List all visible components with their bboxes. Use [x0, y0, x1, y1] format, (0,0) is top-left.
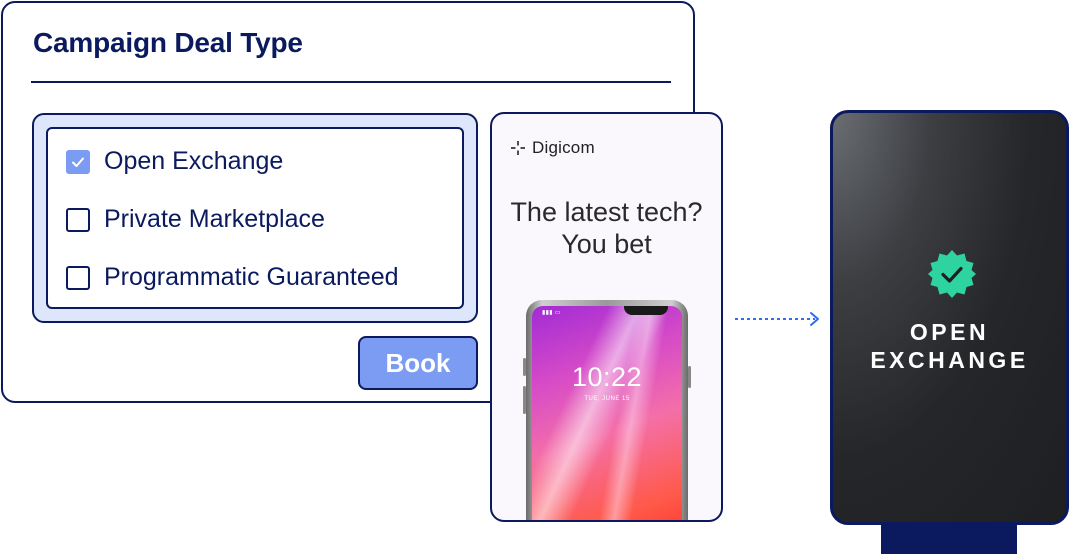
programmatic-guaranteed-checkbox[interactable] — [66, 265, 90, 290]
phone-status-bar-icons: ▮▮▮ ▭ — [542, 310, 561, 316]
open-exchange-label: OPEN EXCHANGE — [833, 318, 1066, 374]
open-exchange-display: OPEN EXCHANGE — [830, 110, 1069, 525]
deal-type-options-list: Open Exchange Private Marketplace Progra… — [46, 127, 464, 309]
option-private-marketplace[interactable]: Private Marketplace — [66, 205, 325, 234]
brand-row: Digicom — [510, 138, 595, 158]
ad-headline-line-2: You bet — [561, 229, 652, 259]
phone-notch — [624, 306, 668, 315]
option-open-exchange[interactable]: Open Exchange — [66, 147, 283, 176]
title-divider — [31, 81, 671, 83]
option-programmatic-guaranteed[interactable]: Programmatic Guaranteed — [66, 263, 399, 292]
ad-headline-line-1: The latest tech? — [510, 197, 703, 227]
panel-title: Campaign Deal Type — [33, 27, 303, 58]
phone-side-button — [523, 358, 526, 376]
smartphone-image: ▮▮▮ ▭ 10:22 TUE, JUNE 15 — [523, 300, 691, 520]
open-exchange-line-1: OPEN — [909, 319, 990, 345]
ad-headline: The latest tech? You bet — [492, 196, 721, 260]
ad-creative-card: Digicom The latest tech? You bet ▮▮▮ ▭ 1… — [490, 112, 723, 522]
book-button[interactable]: Book — [358, 336, 478, 390]
option-label: Open Exchange — [104, 147, 284, 175]
option-label: Private Marketplace — [104, 205, 325, 233]
open-exchange-line-2: EXCHANGE — [870, 347, 1029, 373]
deal-type-options-group: Open Exchange Private Marketplace Progra… — [32, 113, 478, 323]
campaign-deal-type-panel: Campaign Deal Type Open Exchange Private… — [1, 1, 695, 403]
private-marketplace-checkbox[interactable] — [66, 207, 90, 232]
phone-lock-time: 10:22 — [571, 362, 643, 392]
option-label: Programmatic Guaranteed — [104, 263, 399, 291]
open-exchange-checkbox[interactable] — [66, 149, 90, 174]
check-icon — [72, 157, 84, 167]
verified-badge-icon — [928, 250, 976, 298]
dotted-arrow-icon — [735, 312, 819, 326]
phone-side-button — [688, 366, 691, 388]
digicom-logo-icon — [511, 141, 525, 155]
phone-lock-date: TUE, JUNE 15 — [584, 396, 630, 402]
phone-side-button — [523, 386, 526, 414]
phone-screen: ▮▮▮ ▭ 10:22 TUE, JUNE 15 — [532, 306, 682, 520]
brand-name: Digicom — [532, 138, 595, 157]
